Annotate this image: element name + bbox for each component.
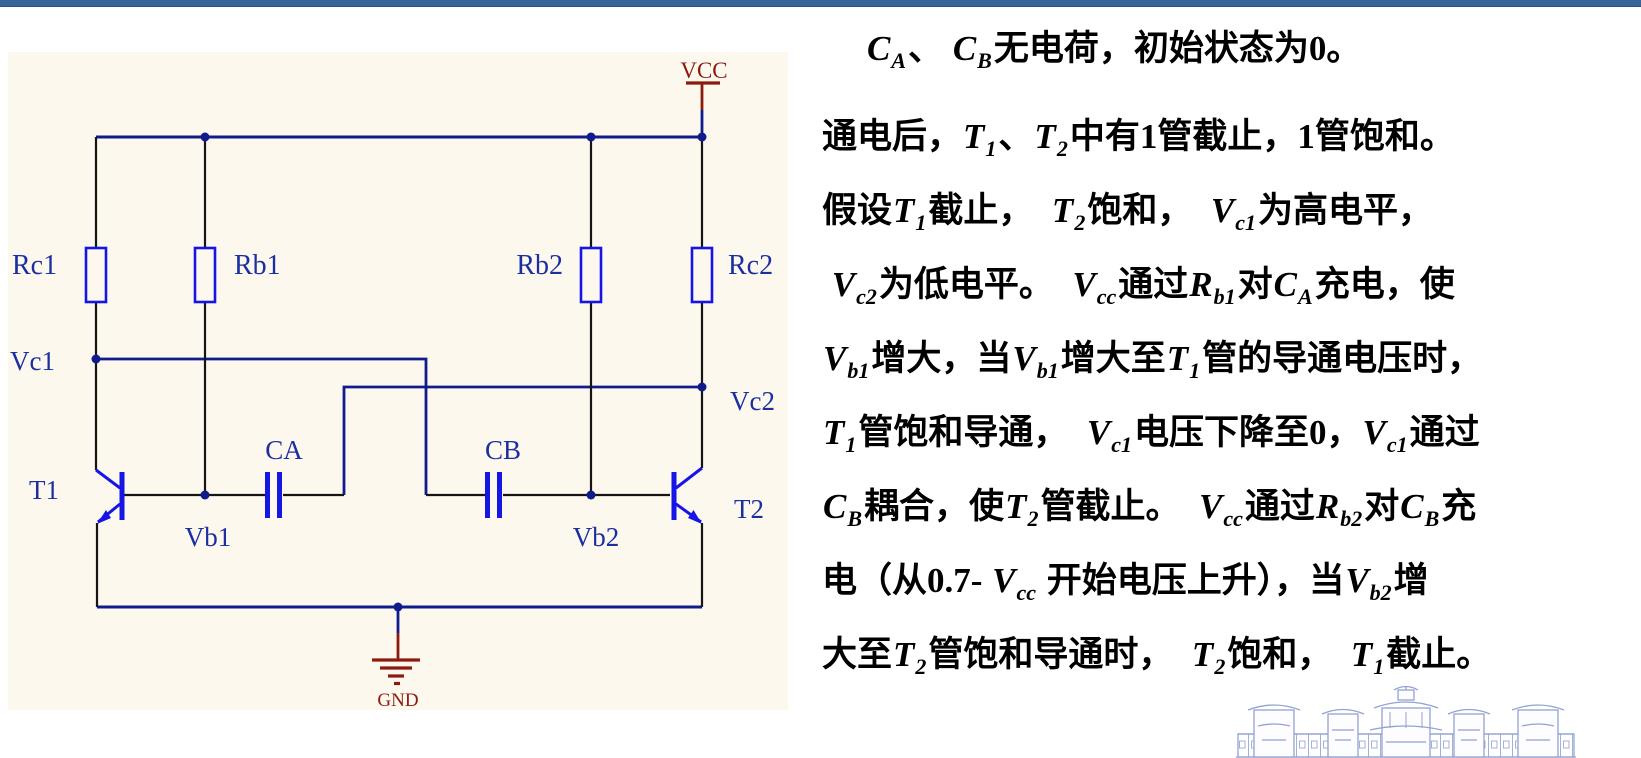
math-variable: CA <box>867 29 907 73</box>
math-variable: Vb1 <box>1012 339 1059 383</box>
label-vcc: VCC <box>680 58 727 83</box>
math-variable: Vb1 <box>823 339 870 383</box>
text-line: Vc2为低电平。 Vcc通过Rb1对CA充电，使 <box>831 265 1455 309</box>
label-rb1: Rb1 <box>234 250 281 281</box>
math-variable: Vcc <box>1198 487 1243 531</box>
resistor-rc2 <box>690 246 714 304</box>
label-rc2: Rc2 <box>728 250 773 281</box>
math-variable: T1 <box>1350 635 1385 679</box>
transistor-t2 <box>671 466 703 524</box>
transistor-t1 <box>95 468 125 524</box>
text-line: 大至T2管饱和导通时， T2饱和， T1截止。 <box>822 635 1492 679</box>
text-line: CB耦合，使T2管截止。 Vcc通过Rb2对CB充 <box>823 487 1477 531</box>
capacitor-cb <box>485 472 502 518</box>
label-t2: T2 <box>734 494 764 524</box>
palace-building-watermark <box>1236 685 1576 758</box>
resistor-rb2 <box>579 246 603 304</box>
math-variable: T1 <box>1166 339 1201 383</box>
resistor-rb1 <box>193 246 217 304</box>
math-variable: Rb2 <box>1315 487 1363 531</box>
label-vc1: Vc1 <box>10 346 55 376</box>
math-variable: T2 <box>1191 635 1226 679</box>
label-vb2: Vb2 <box>573 522 620 552</box>
label-t1: T1 <box>29 475 59 505</box>
text-line: CA、 CB无电荷，初始状态为0。 <box>867 29 1362 73</box>
t2-emitter-arrow-icon <box>688 510 702 524</box>
math-variable: Vc2 <box>831 265 877 309</box>
math-variable: T1 <box>893 191 927 235</box>
math-variable: Vc1 <box>1362 413 1408 457</box>
gnd-symbol-icon <box>372 607 420 686</box>
math-variable: CB <box>952 29 992 73</box>
math-variable: CA <box>1273 265 1313 309</box>
text-line: 通电后，T1、T2中有1管截止，1管饱和。 <box>822 117 1455 161</box>
junction-dots <box>91 132 707 612</box>
math-variable: Vc1 <box>1210 191 1256 235</box>
math-variable: T1 <box>823 413 857 457</box>
math-variable: Rb1 <box>1189 265 1236 309</box>
label-gnd: GND <box>377 690 418 710</box>
vcc-symbol-icon <box>686 81 720 137</box>
text-line: 电（从0.7- Vcc 开始电压上升），当Vb2增 <box>822 561 1429 605</box>
slide-top-accent-bar <box>0 0 1641 7</box>
text-panel: CA、 CB无电荷，初始状态为0。通电后，T1、T2中有1管截止，1管饱和。假设… <box>822 12 1637 692</box>
label-rc1: Rc1 <box>12 250 57 281</box>
text-line: T1管饱和导通， Vc1电压下降至0，Vc1通过 <box>823 413 1480 457</box>
astable-multivibrator-schematic: Rc1 Rb1 Rb2 Rc2 Vc1 Vc2 CA CB Vb1 Vb2 T1… <box>10 58 775 710</box>
t1-emitter-arrow-icon <box>97 510 111 524</box>
circuit-diagram-panel: Rc1 Rb1 Rb2 Rc2 Vc1 Vc2 CA CB Vb1 Vb2 T1… <box>8 52 788 710</box>
label-cb: CB <box>485 435 521 465</box>
text-line: 假设T1截止， T2饱和， Vc1为高电平， <box>822 191 1433 235</box>
wire-vc2-to-ca <box>342 385 702 495</box>
wire-vc1-to-cb <box>96 357 428 495</box>
math-variable: Vc1 <box>1086 413 1133 457</box>
math-variable: T2 <box>1005 487 1039 531</box>
label-rb2: Rb2 <box>516 250 563 281</box>
resistor-rc1 <box>84 246 108 304</box>
math-variable: Vcc <box>992 561 1037 605</box>
math-variable: T2 <box>1051 191 1086 235</box>
label-vb1: Vb1 <box>185 522 232 552</box>
label-ca: CA <box>265 435 303 465</box>
math-variable: CB <box>1400 487 1440 531</box>
capacitor-ca <box>265 472 282 518</box>
text-line: Vb1增大，当Vb1增大至T1管的导通电压时， <box>823 339 1483 383</box>
math-variable: Vb2 <box>1345 561 1392 605</box>
math-variable: Vcc <box>1072 265 1117 309</box>
label-vc2: Vc2 <box>730 386 775 416</box>
math-variable: T2 <box>1034 117 1068 161</box>
math-variable: T1 <box>963 117 997 161</box>
math-variable: T2 <box>893 635 927 679</box>
math-variable: CB <box>823 487 863 531</box>
